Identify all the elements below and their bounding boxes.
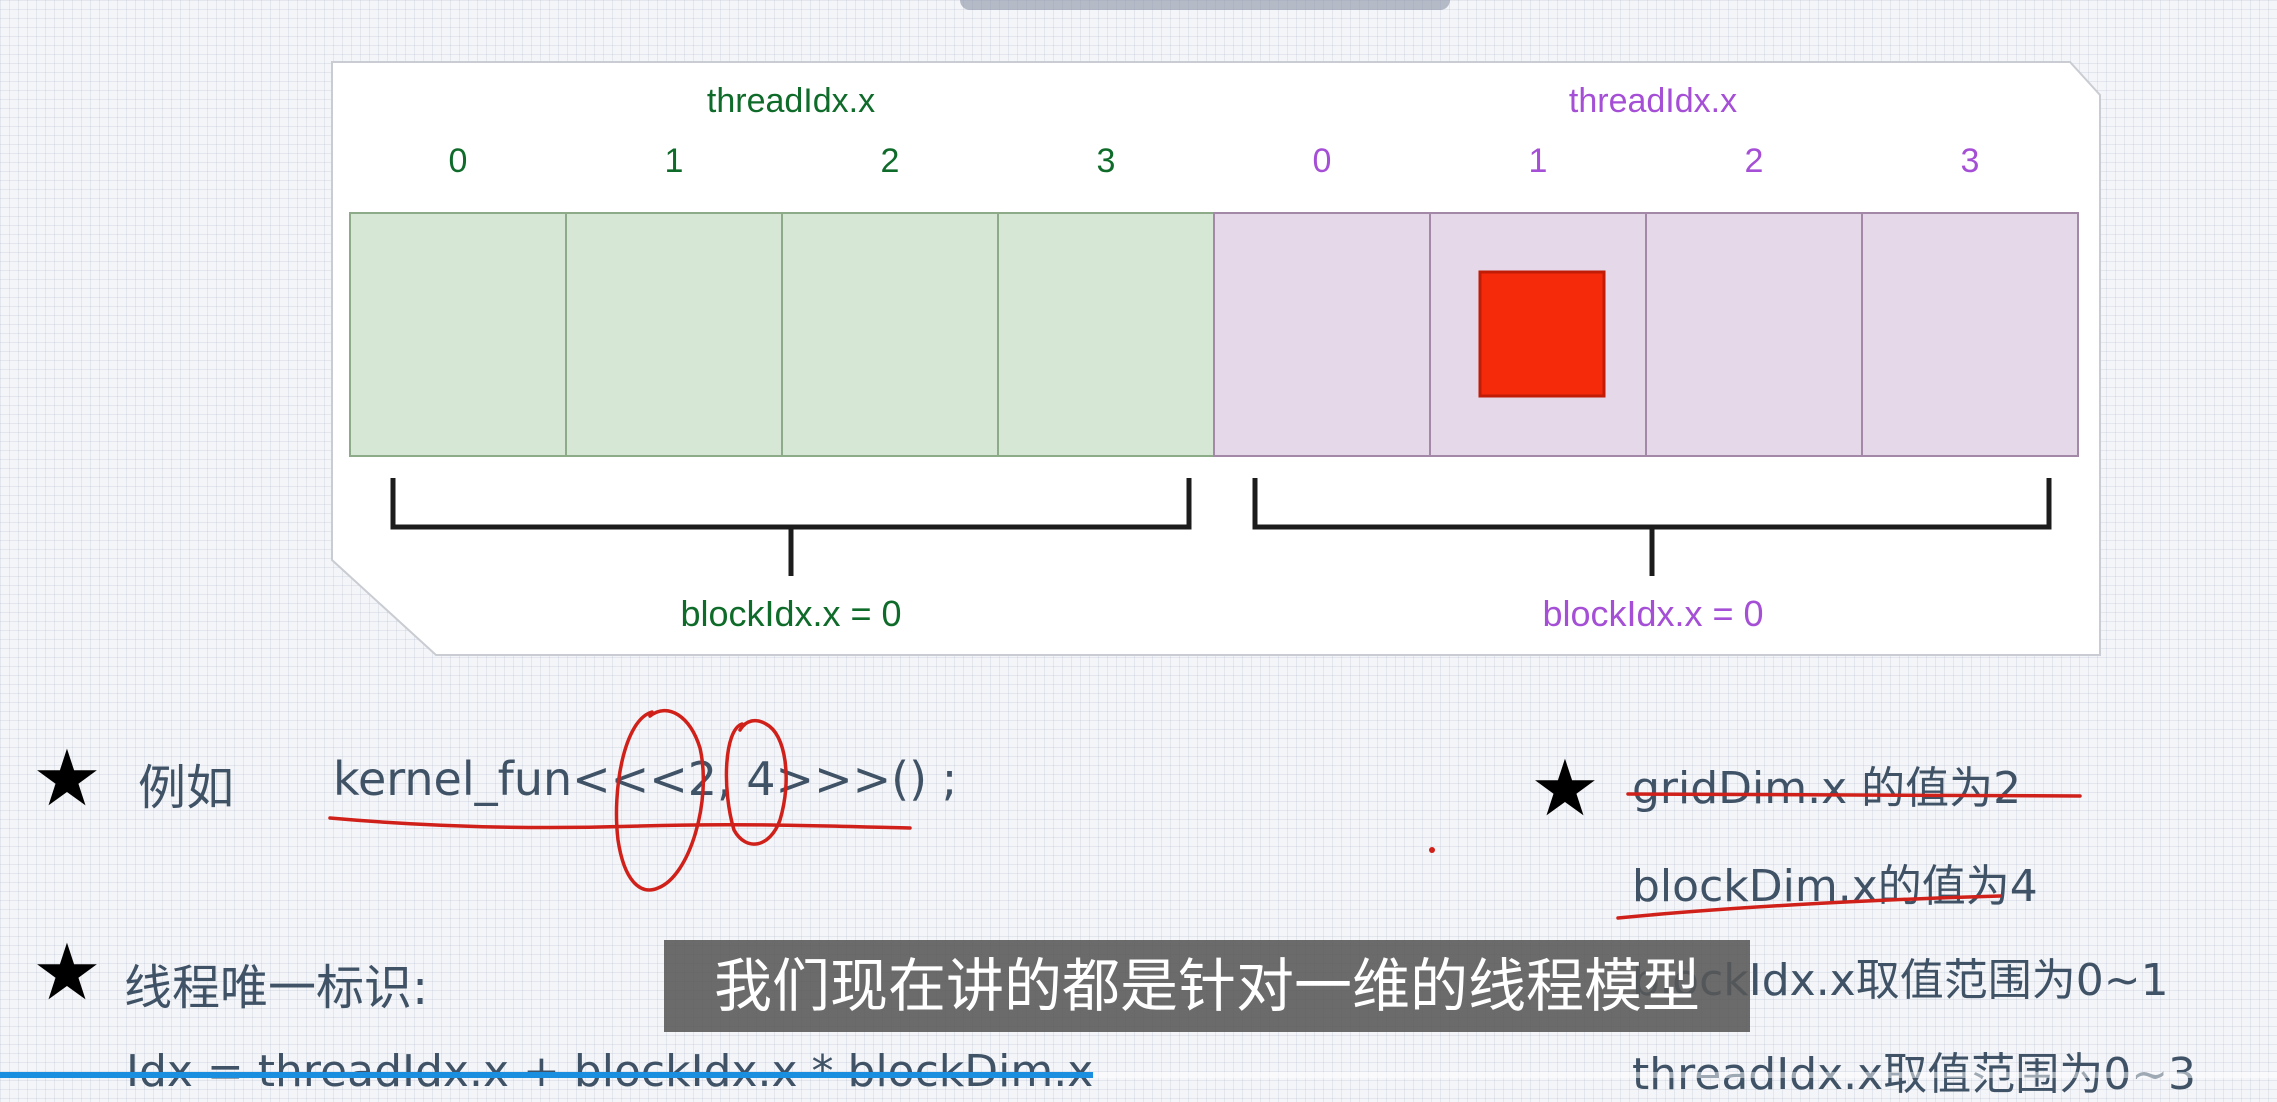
block0-thread-cell-2 — [781, 212, 999, 457]
block1-thread-index-3: 3 — [1961, 142, 1980, 180]
block1-thread-index-2: 2 — [1745, 142, 1764, 180]
block0-threadidx-label: threadIdx.x — [707, 82, 875, 120]
unique-id-label: 线程唯一标识: — [124, 960, 429, 1016]
kernel-call: kernel_fun<<<2, 4>>>() ; — [333, 752, 958, 806]
block1-thread-cell-3 — [1861, 212, 2079, 457]
ink-dot — [1429, 847, 1435, 853]
example-label: 例如 — [138, 760, 235, 816]
block0-thread-index-1: 1 — [665, 142, 684, 180]
block0-bracket — [390, 478, 1192, 576]
block0-blockidx-label: blockIdx.x = 0 — [680, 593, 901, 634]
griddim-note: gridDim.x 的值为2 — [1632, 763, 2022, 814]
thread-block-diagram: threadIdx.x threadIdx.x 0 1 2 3 0 1 2 3 blockId… — [331, 61, 2101, 656]
block1-thread-index-0: 0 — [1313, 142, 1332, 180]
block1-thread-cell-2 — [1645, 212, 1863, 457]
video-progress-bar[interactable] — [0, 1072, 2277, 1097]
block0-thread-index-3: 3 — [1097, 142, 1116, 180]
highlighted-thread — [1478, 270, 1606, 398]
block0-thread-index-2: 2 — [881, 142, 900, 180]
block1-blockidx-label: blockIdx.x = 0 — [1542, 593, 1763, 634]
block1-thread-index-1: 1 — [1529, 142, 1548, 180]
star-icon: ★ — [32, 734, 102, 824]
star-icon: ★ — [32, 928, 102, 1018]
star-icon: ★ — [1530, 744, 1600, 834]
kernel-underline — [328, 816, 912, 830]
block1-threadidx-label: threadIdx.x — [1569, 82, 1737, 120]
block0-thread-cell-1 — [565, 212, 783, 457]
progress-fill — [0, 1072, 1093, 1078]
blockdim-note: blockDim.x的值为4 — [1632, 861, 2038, 912]
video-subtitle: 我们现在讲的都是针对一维的线程模型 — [664, 940, 1750, 1032]
block0-thread-cell-3 — [997, 212, 1215, 457]
progress-track[interactable] — [0, 1072, 2277, 1078]
index-formula: Idx = threadIdx.x + blockIdx.x * blockDi… — [126, 1046, 1093, 1097]
block0-thread-index-0: 0 — [449, 142, 468, 180]
block0-thread-cell-0 — [349, 212, 567, 457]
block1-bracket — [1252, 478, 2052, 576]
top-decoration — [960, 0, 1450, 10]
block1-thread-cell-0 — [1213, 212, 1431, 457]
